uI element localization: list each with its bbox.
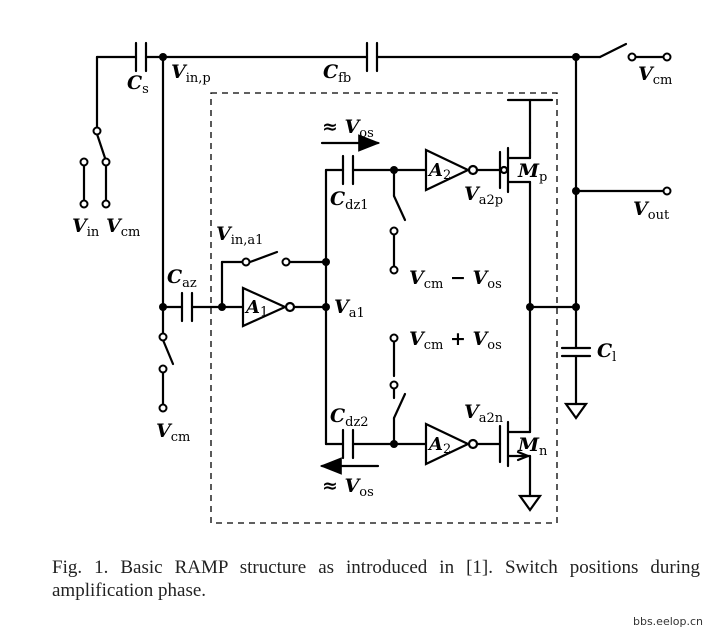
label-cl: Cl [597, 340, 616, 365]
a2-bottom-amplifier [424, 422, 502, 466]
label-a1: A1 [244, 297, 268, 320]
label-mp: Mp [517, 160, 547, 185]
label-vcm-left: Vcm [106, 215, 140, 240]
mn-transistor [498, 416, 543, 512]
terminals [79, 52, 672, 413]
a1-amplifier [241, 286, 328, 328]
label-va1: Va1 [334, 296, 365, 321]
label-vcm-top: Vcm [638, 63, 672, 88]
label-a2-bottom: A2 [427, 434, 451, 457]
label-va2p: Va2p [464, 183, 503, 208]
switch-vcm-plus-vos [392, 340, 407, 446]
label-vin-a1: Vin,a1 [216, 223, 263, 248]
switch-vcm-minus-vos [392, 168, 407, 268]
label-cfb: Cfb [323, 61, 351, 86]
label-va2n: Va2n [464, 401, 504, 426]
label-vcm-bottom: Vcm [156, 420, 190, 445]
mp-transistor [498, 98, 554, 420]
input-switch [82, 55, 108, 202]
label-cdz2: Cdz2 [330, 405, 369, 430]
cs-capacitor [134, 41, 148, 73]
switch-vcm-top [598, 42, 665, 59]
figure-caption: Fig. 1. Basic RAMP structure as introduc… [52, 557, 700, 601]
label-cdz1: Cdz1 [330, 188, 369, 213]
switch-vcm-bottom [161, 338, 175, 406]
label-vout: Vout [633, 198, 670, 223]
label-a2-top: A2 [427, 160, 451, 183]
switch-vin-a1 [220, 250, 328, 309]
cl-capacitor [560, 346, 592, 420]
label-cs: Cs [127, 72, 149, 97]
a2-top-amplifier [424, 148, 502, 192]
watermark: bbs.eelop.cn [632, 615, 703, 628]
circuit-diagram: Cs Vin,p Cfb Vcm Vin Vcm ≈ Vos Cdz1 A2 V… [72, 41, 672, 524]
label-vos-top: ≈ Vos [322, 116, 374, 141]
dashed-boundary [210, 92, 558, 524]
caz-capacitor [180, 291, 194, 323]
label-vin-p: Vin,p [171, 61, 211, 86]
label-mn: Mn [517, 434, 548, 459]
label-vos-bottom: ≈ Vos [322, 475, 374, 500]
vin-p-wire [161, 55, 245, 335]
cfb-capacitor [365, 41, 379, 73]
label-vcm-plus-vos: Vcm + Vos [409, 328, 502, 353]
output-node-wire [528, 55, 665, 350]
cdz1-capacitor [341, 154, 355, 186]
cdz2-capacitor [341, 428, 355, 460]
junction-dots [159, 53, 580, 448]
label-vcm-minus-vos: Vcm − Vos [409, 267, 502, 292]
label-vin: Vin [72, 215, 100, 240]
label-caz: Caz [167, 266, 197, 291]
